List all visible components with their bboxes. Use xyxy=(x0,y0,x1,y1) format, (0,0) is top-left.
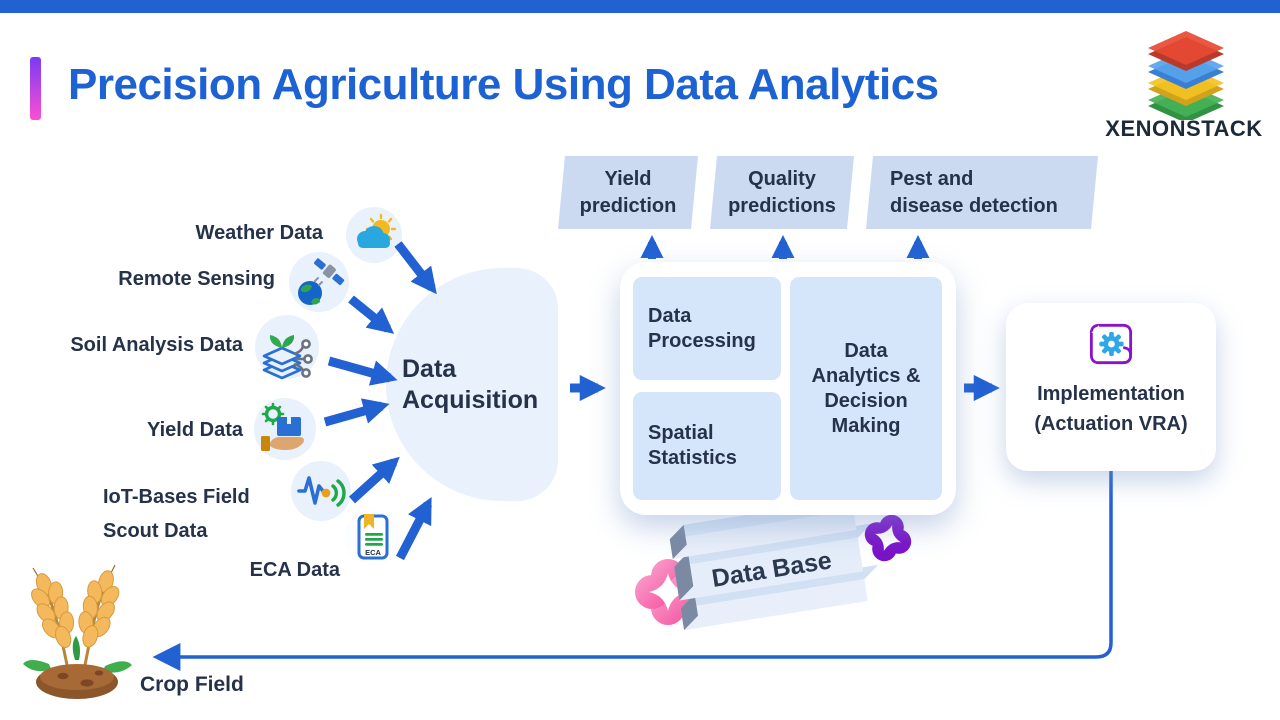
cloud-icon xyxy=(357,226,390,248)
output-pest-detection: Pest and disease detection xyxy=(866,156,1098,229)
output-pest-line1: Pest and xyxy=(890,167,974,190)
database-graphic: Data Base xyxy=(635,498,912,631)
title-accent-bar xyxy=(30,57,41,120)
soil-layers-icon xyxy=(255,315,319,380)
xenonstack-logo-icon xyxy=(1148,31,1224,123)
arrow-eca-to-acquisition xyxy=(396,497,432,561)
data-processing-label: Data Processing xyxy=(648,304,756,352)
source-label-iot-line1: IoT-Bases Field xyxy=(103,486,250,508)
grass-icon xyxy=(23,636,132,673)
satellite-icon xyxy=(289,252,349,312)
top-bar xyxy=(0,0,1280,13)
hand-icon xyxy=(261,436,304,451)
eca-icon-text: ECA xyxy=(365,548,381,557)
data-acquisition-label: Data Acquisition xyxy=(402,354,539,414)
iot-signal-icon xyxy=(291,461,351,521)
processing-container: Data Processing Spatial Statistics Data … xyxy=(620,262,956,515)
satellite-body xyxy=(314,258,345,286)
gear-icon xyxy=(1099,331,1124,357)
source-label-eca: ECA Data xyxy=(249,559,340,581)
implementation-label: Implementation (Actuation VRA) xyxy=(1034,379,1187,439)
implementation-box: Implementation (Actuation VRA) xyxy=(1006,303,1216,471)
soil-mound-icon xyxy=(36,664,118,699)
source-label-soil: Soil Analysis Data xyxy=(70,334,243,356)
output-quality-line1: Quality xyxy=(748,167,816,190)
source-label-iot: IoT-Bases Field Scout Data xyxy=(103,480,250,548)
output-pest-line2: disease detection xyxy=(890,194,1058,217)
sparkle-purple-icon xyxy=(864,514,912,562)
sprout-icon xyxy=(269,335,295,348)
hand-box-icon xyxy=(254,398,316,460)
crop-field-label: Crop Field xyxy=(140,673,244,696)
analytics-decision-box: Data Analytics & Decision Making xyxy=(790,277,942,500)
implementation-line1: Implementation xyxy=(1037,383,1185,405)
arrow-soil-to-acquisition xyxy=(327,356,398,386)
brand-name: XENONSTACK xyxy=(1105,116,1263,141)
blueprint-gear-icon xyxy=(1089,323,1133,365)
arrow-remote-to-acquisition xyxy=(348,295,395,334)
data-acquisition-shape: Data Acquisition xyxy=(386,268,558,501)
output-yield-prediction: Yield prediction xyxy=(558,156,698,229)
analytics-decision-label: Data Analytics & Decision Making xyxy=(811,339,921,437)
output-quality-predictions: Quality predictions xyxy=(710,156,854,229)
earth-icon xyxy=(298,281,322,305)
implementation-line2: (Actuation VRA) xyxy=(1034,413,1188,435)
wheat-icon xyxy=(23,564,132,699)
arrow-weather-to-acquisition xyxy=(394,241,437,295)
source-label-remote-sensing: Remote Sensing xyxy=(118,268,275,290)
xenonstack-logo xyxy=(1136,28,1236,125)
weather-icon xyxy=(346,207,402,263)
spatial-statistics-box: Spatial Statistics xyxy=(633,392,781,500)
source-label-iot-line2: Scout Data xyxy=(103,520,208,542)
database-stack: Data Base xyxy=(669,498,879,631)
arrow-yield-to-acquisition xyxy=(323,398,390,427)
output-yield-line2: prediction xyxy=(579,194,677,217)
page-title: Precision Agriculture Using Data Analyti… xyxy=(68,60,939,109)
box-icon xyxy=(277,417,301,436)
data-processing-box: Data Processing xyxy=(633,277,781,380)
source-label-yield: Yield Data xyxy=(147,419,243,441)
arrow-iot-to-acquisition xyxy=(348,456,400,504)
output-yield-line1: Yield xyxy=(604,167,652,190)
output-quality-line2: predictions xyxy=(728,194,836,217)
eca-book-icon: ECA xyxy=(344,508,402,566)
source-label-weather: Weather Data xyxy=(195,222,323,244)
spatial-statistics-label: Spatial Statistics xyxy=(648,422,737,469)
